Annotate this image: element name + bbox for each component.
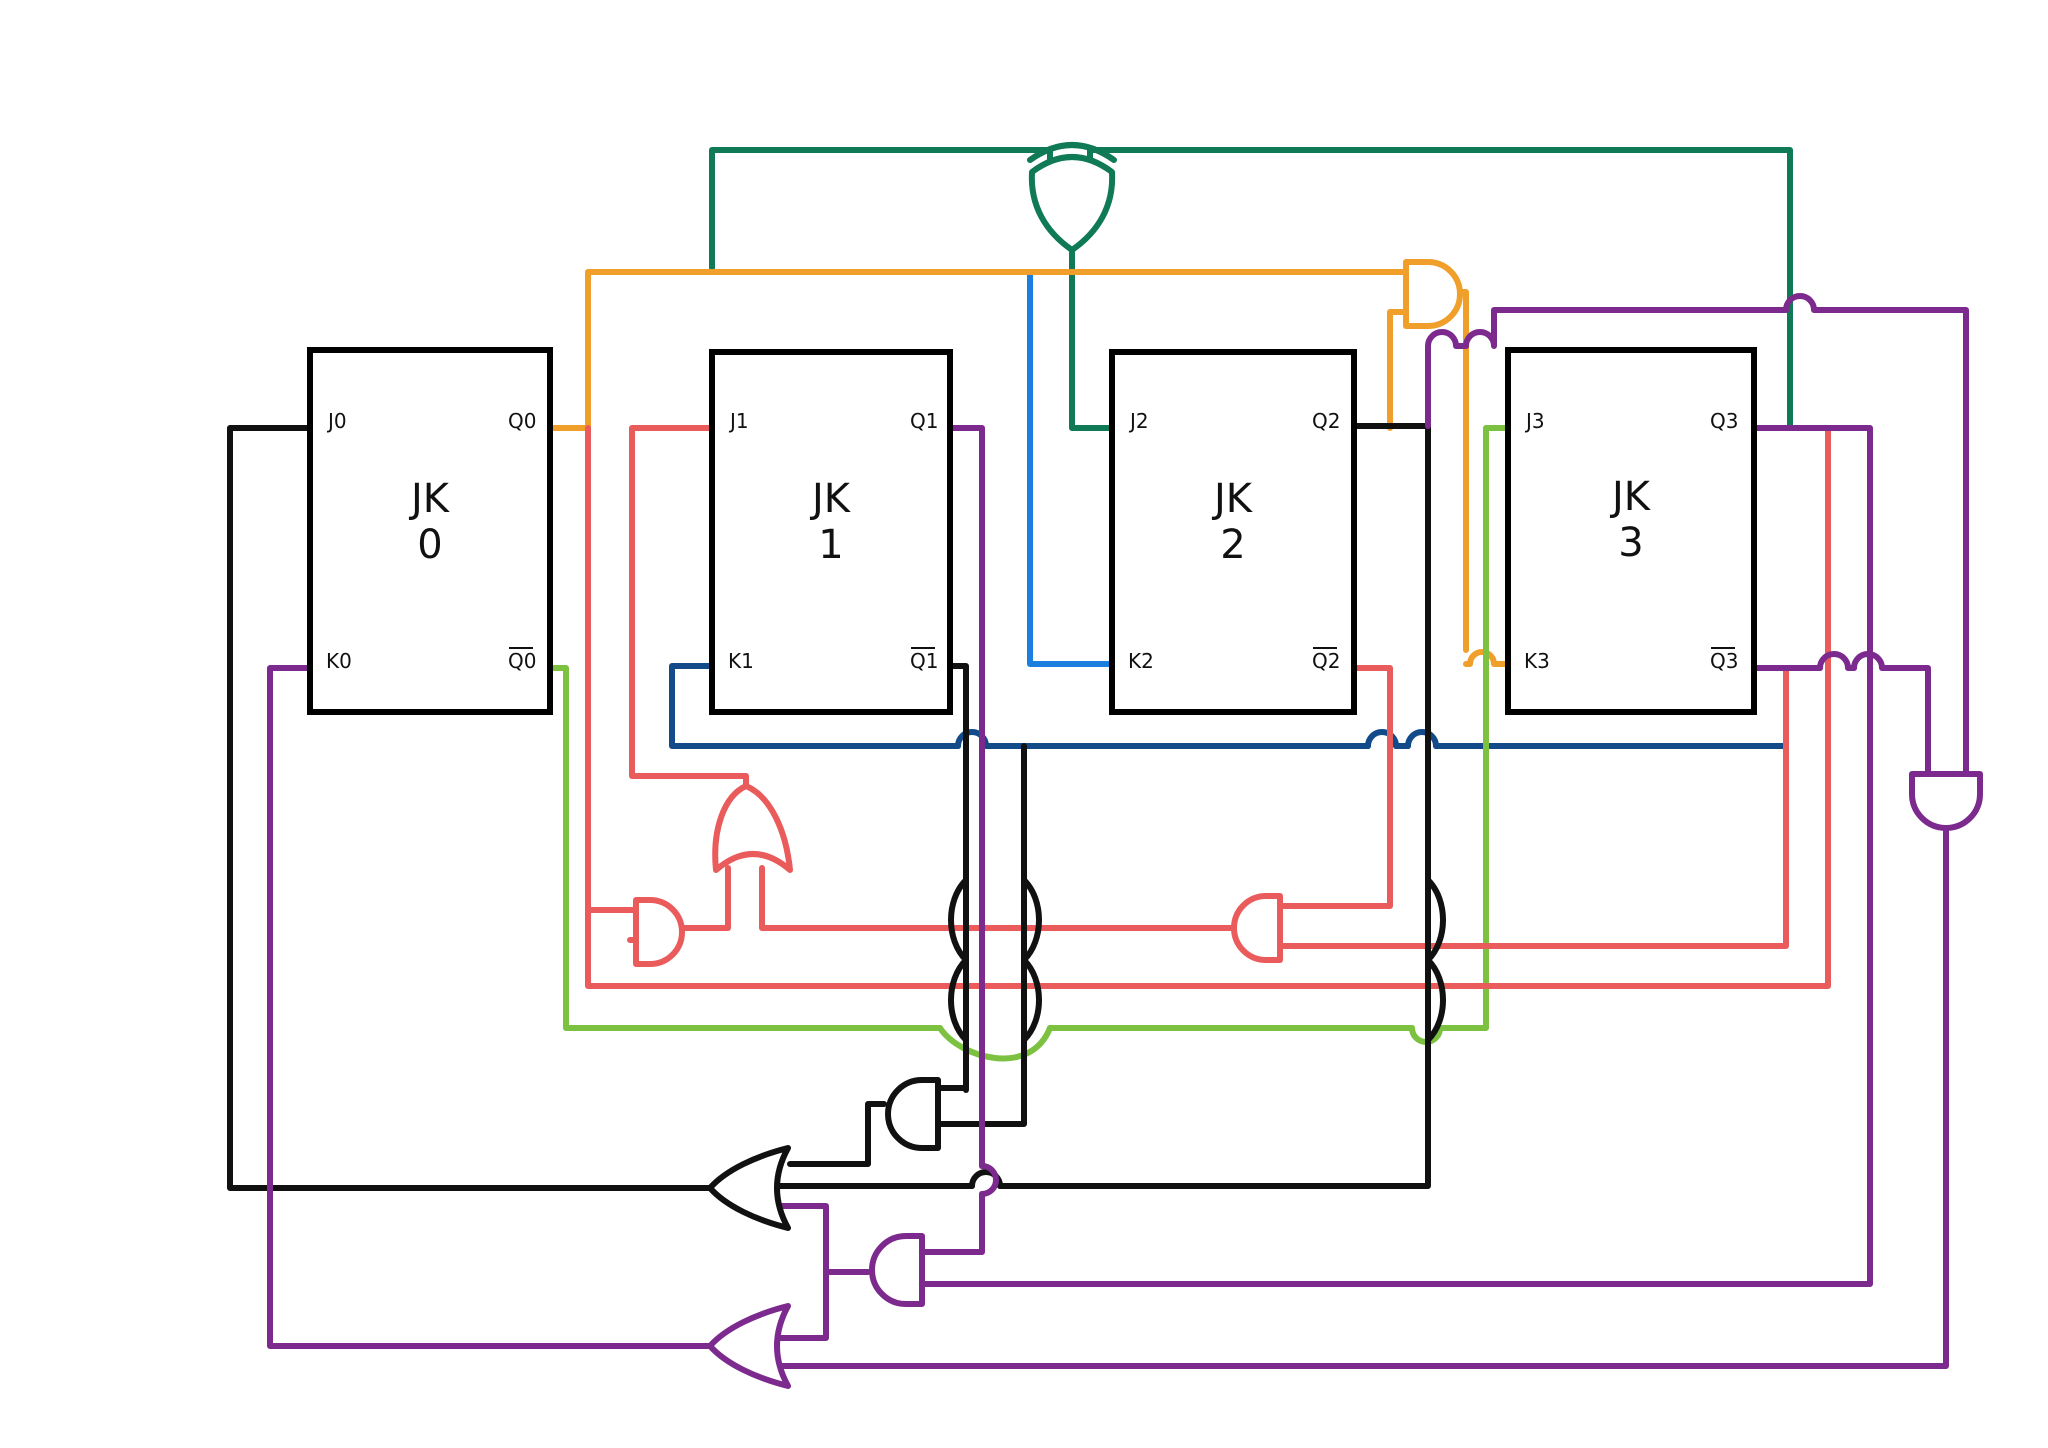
pin-k2: K2 bbox=[1128, 649, 1154, 673]
gate-and-purple-middle bbox=[869, 1233, 925, 1307]
wire-lightblue-k2 bbox=[1027, 271, 1115, 667]
gate-and-orange bbox=[1403, 259, 1463, 329]
gate-and-red-left bbox=[633, 897, 685, 967]
flip-flop-title: JK bbox=[1211, 476, 1254, 522]
flip-flop-jk3: J3 K3 Q3 Q3 JK 3 bbox=[1505, 347, 1757, 715]
gate-and-red-right bbox=[1231, 893, 1283, 963]
gate-xor-teal bbox=[1027, 142, 1117, 253]
pin-q0bar: Q0 bbox=[508, 649, 536, 673]
flip-flop-jk0: J0 K0 Q0 Q0 JK 0 bbox=[307, 347, 553, 715]
pin-q0: Q0 bbox=[508, 409, 536, 433]
pin-k3: K3 bbox=[1524, 649, 1550, 673]
wire-green-q0bar bbox=[547, 425, 1511, 1062]
pin-j1: J1 bbox=[728, 409, 749, 433]
flip-flop-title: JK bbox=[408, 476, 451, 522]
gate-or-black bbox=[707, 1145, 791, 1231]
flip-flop-title: JK bbox=[1609, 474, 1652, 520]
flip-flop-number: 2 bbox=[1220, 522, 1245, 568]
pin-q1: Q1 bbox=[910, 409, 938, 433]
flip-flop-number: 3 bbox=[1618, 520, 1643, 566]
pin-j2: J2 bbox=[1128, 409, 1149, 433]
gate-and-black bbox=[885, 1077, 941, 1151]
pin-q1bar: Q1 bbox=[910, 649, 938, 673]
pin-q2: Q2 bbox=[1312, 409, 1340, 433]
pin-k1: K1 bbox=[728, 649, 754, 673]
gate-and-purple-right bbox=[1909, 771, 1983, 831]
pin-q2bar: Q2 bbox=[1312, 649, 1340, 673]
gate-or-red bbox=[712, 783, 793, 873]
gate-or-purple bbox=[707, 1303, 791, 1389]
flip-flop-title: JK bbox=[809, 476, 852, 522]
wire-purple bbox=[267, 293, 1969, 1369]
wire-navy-k1 bbox=[669, 663, 1789, 749]
wire-black bbox=[227, 423, 1446, 1191]
pin-q3bar: Q3 bbox=[1710, 649, 1738, 673]
flip-flop-jk1: J1 K1 Q1 Q1 JK 1 bbox=[709, 349, 953, 715]
pin-q3: Q3 bbox=[1710, 409, 1738, 433]
pin-j0: J0 bbox=[326, 409, 347, 433]
flip-flop-jk2: J2 K2 Q2 Q2 JK 2 bbox=[1109, 349, 1357, 715]
pin-k0: K0 bbox=[326, 649, 352, 673]
pin-j3: J3 bbox=[1524, 409, 1545, 433]
flip-flop-number: 0 bbox=[417, 522, 442, 568]
flip-flop-number: 1 bbox=[818, 522, 843, 568]
